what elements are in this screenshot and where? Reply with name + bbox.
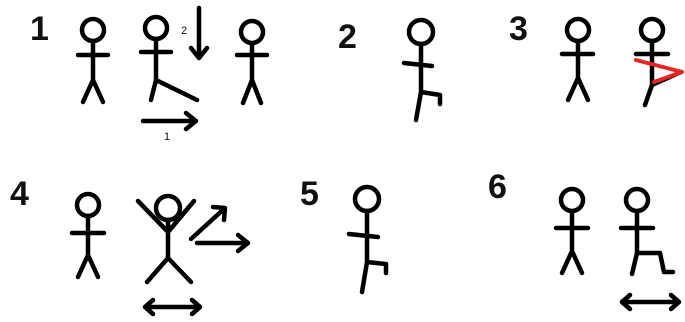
step-4-number: 4 [10, 175, 29, 213]
step-6-double-arrow [622, 295, 679, 309]
step-2-figure-side-knee-lift [404, 20, 440, 120]
step-1-down-arrow: 2 [181, 8, 207, 58]
step-2-panel: 2 [338, 18, 440, 120]
step-1-figure-b-kicking [141, 17, 197, 100]
step-3-figure-b-kick [636, 19, 682, 105]
step-2-number: 2 [338, 18, 357, 56]
step-6-figure-a-standing [556, 189, 588, 273]
step-1-arrow-1-label: 1 [164, 131, 170, 143]
step-6-figure-b-leg-raise [621, 189, 673, 274]
step-5-figure-side-knee-lift [349, 187, 386, 292]
step-5-number: 5 [300, 175, 319, 213]
step-3-figure-a-standing [562, 19, 593, 100]
step-4-diagonal-arrow [191, 207, 225, 239]
step-1-figure-a-standing [78, 19, 108, 102]
step-1-panel: 1 2 1 [30, 8, 267, 143]
step-3-number: 3 [509, 10, 528, 48]
step-6-number: 6 [488, 168, 507, 206]
step-4-double-arrow [145, 300, 200, 314]
step-5-panel: 5 [300, 175, 386, 292]
step-3-highlight-mark [636, 60, 682, 82]
step-1-figure-c-standing [237, 21, 267, 103]
step-3-panel: 3 [509, 10, 682, 105]
step-1-right-arrow: 1 [143, 113, 196, 143]
step-1-number: 1 [30, 10, 49, 48]
step-1-arrow-2-label: 2 [181, 25, 187, 37]
step-4-panel: 4 [10, 175, 248, 314]
step-6-panel: 6 [488, 168, 679, 309]
step-4-figure-b-jumping [138, 196, 194, 282]
step-4-figure-a-standing [72, 194, 104, 277]
step-4-right-arrow [197, 235, 248, 251]
